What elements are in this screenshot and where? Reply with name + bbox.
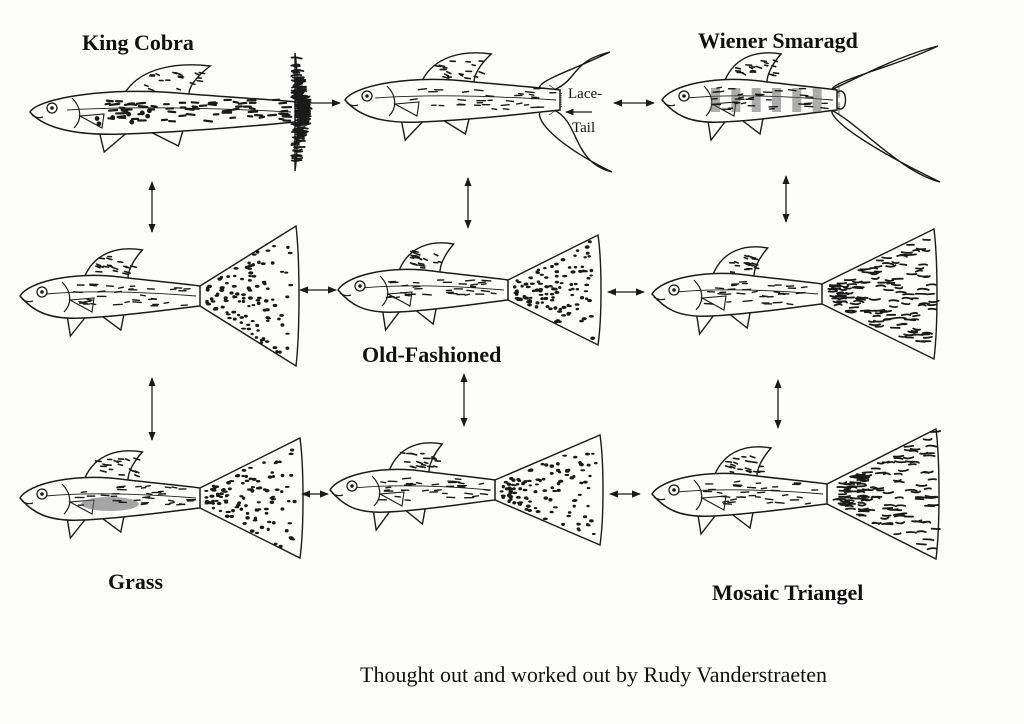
credit-text: Thought out and worked out by Rudy Vande… [360,662,828,687]
fish-king-cobra [29,52,313,172]
fish-old-fashioned [337,233,602,347]
fish-grass [19,436,304,560]
fish-wiener-smaragd [661,45,941,183]
label-tail: Tail [572,120,596,136]
label-wiener-smaragd: Wiener Smaragd [698,28,858,53]
label-mosaic-triangel: Mosaic Triangel [712,580,864,605]
fish-row2-right [651,227,940,361]
fish-row2-left [19,224,300,368]
label-grass: Grass [108,569,163,594]
label-lace: Lace- [568,86,603,102]
fish-row3-middle [329,433,604,547]
label-old-fashioned: Old-Fashioned [362,342,502,367]
fish-mosaic-triangel [651,427,942,561]
label-king-cobra: King Cobra [82,30,194,55]
fish-lace-tail [344,51,613,173]
